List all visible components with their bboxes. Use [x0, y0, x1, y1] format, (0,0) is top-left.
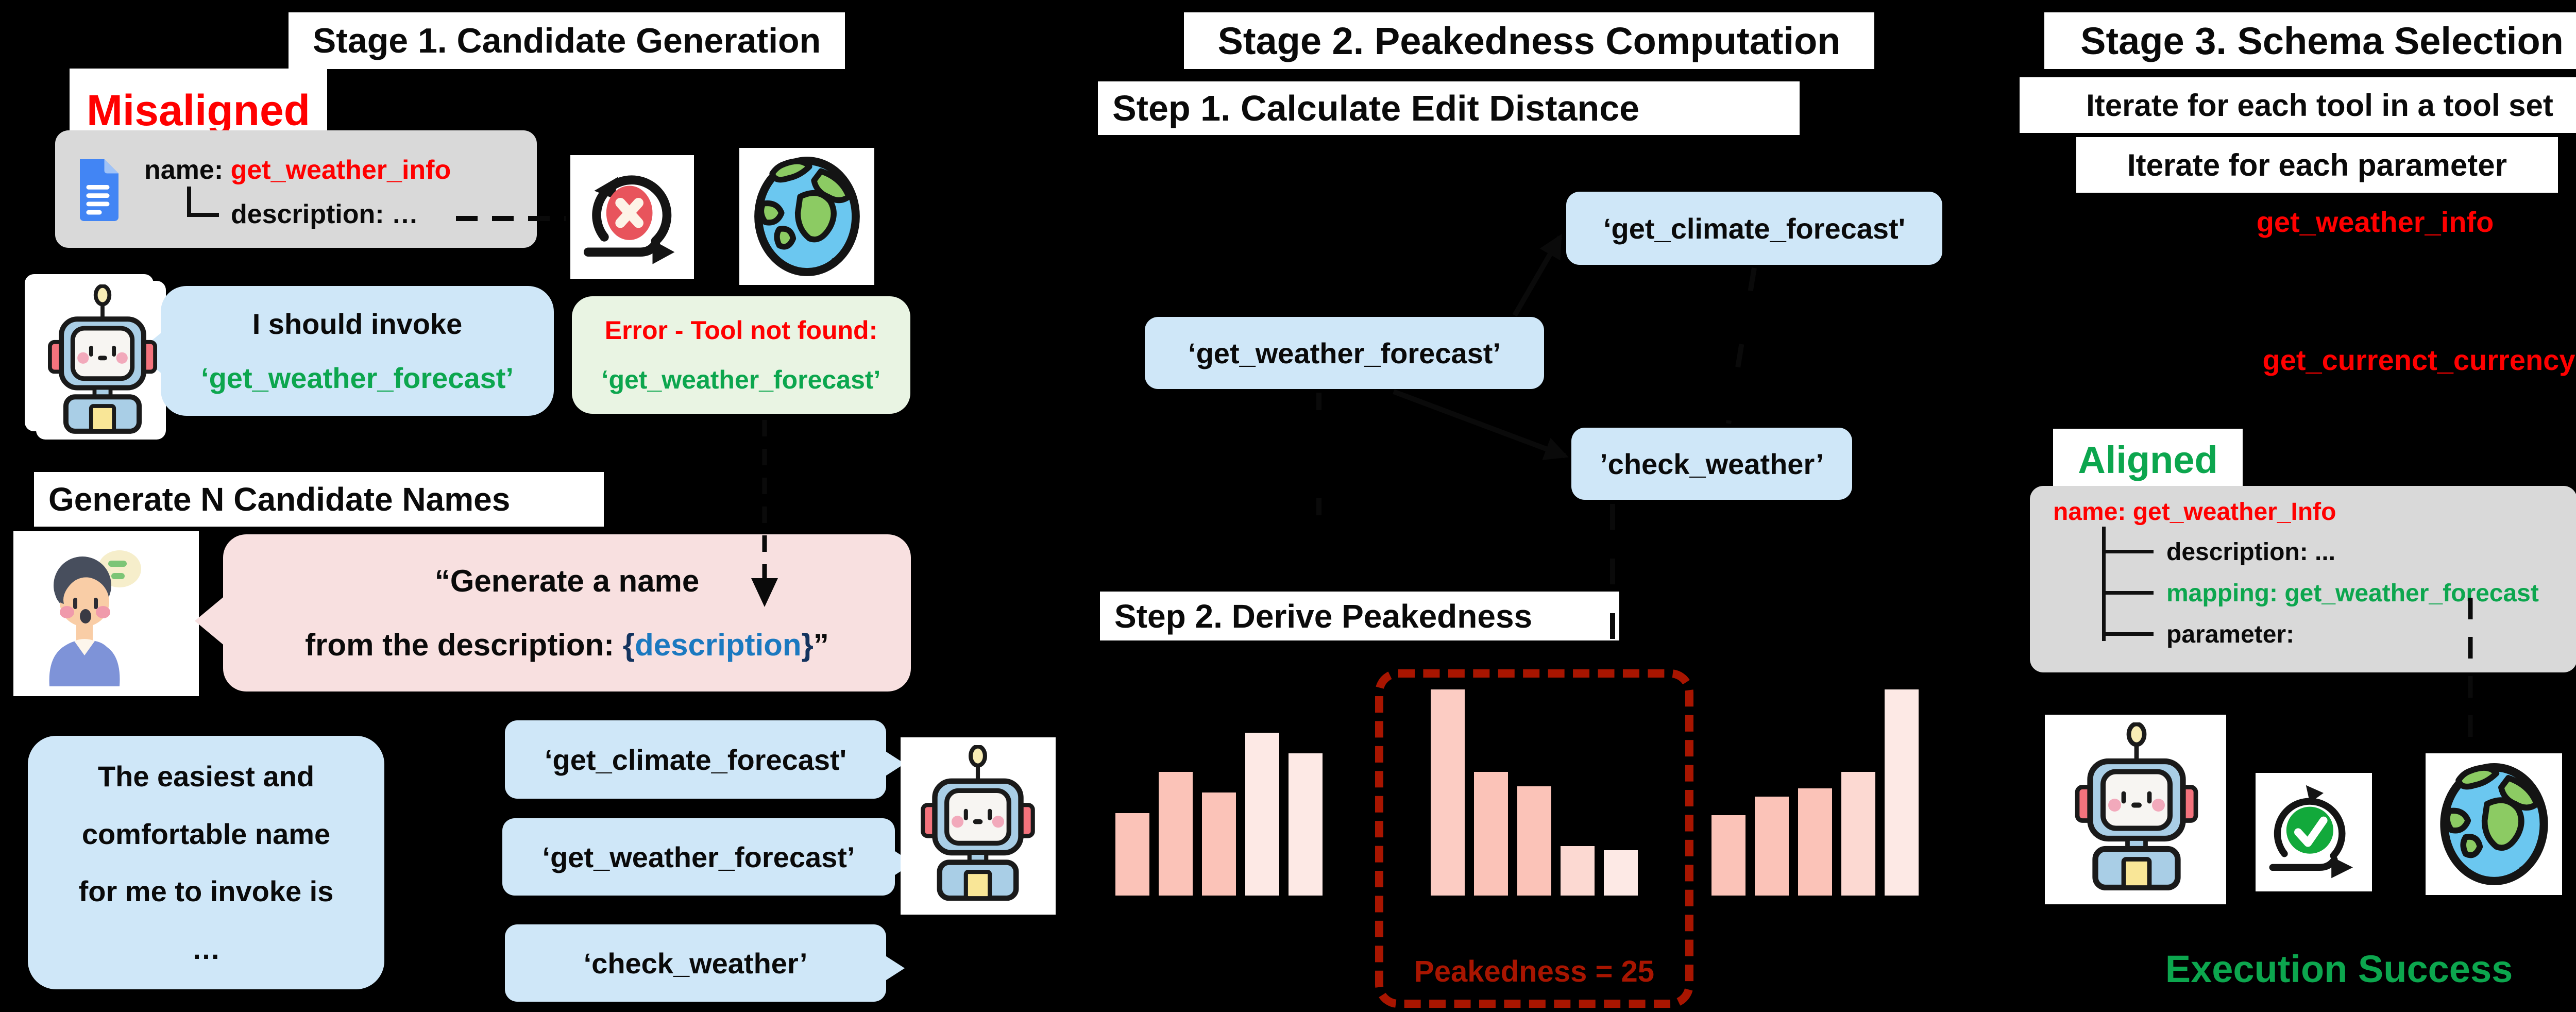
edit-distance-chart-3	[1711, 679, 1919, 896]
globe-icon	[2439, 763, 2548, 885]
edit-distance-node-3: ’check_weather’	[1571, 428, 1852, 500]
speech-tail	[195, 595, 226, 647]
robot-speech-line1: I should invoke	[252, 307, 463, 340]
robot-icon	[2075, 722, 2198, 890]
step2-header: Step 2. Derive Peakedness	[1100, 592, 1619, 640]
schema-name-key: name:	[144, 155, 224, 185]
bar	[1755, 797, 1789, 896]
tree-line-tick	[2102, 550, 2154, 553]
prompt-line2: from the description: {description}”	[305, 627, 829, 663]
edge-weather-to-climate	[1512, 234, 1563, 317]
generate-candidates-header: Generate N Candidate Names	[34, 472, 604, 527]
aligned-label: Aligned	[2053, 429, 2243, 491]
retry-error-icon	[583, 175, 674, 264]
thought-line1: The easiest and	[97, 760, 315, 793]
schema-parameter-row: parameter:	[2166, 621, 2295, 648]
candidate-bubble-2: ‘get_weather_forecast’	[502, 818, 895, 896]
peakedness-highlight-box	[1375, 669, 1693, 1008]
iterate-tool-box: Iterate for each tool in a tool set	[2020, 77, 2576, 133]
schema-mapping-row: mapping: get_weather_forecast	[2166, 580, 2539, 607]
edge-climate-to-check-dashed	[1726, 267, 1757, 424]
robot-icon	[921, 745, 1035, 901]
peakedness-value: Peakedness = 25	[1414, 955, 1654, 988]
thought-line2: comfortable name	[81, 817, 331, 850]
globe-icon	[754, 157, 860, 276]
prompt-brace-open: {	[622, 628, 635, 663]
edit-distance-node-2: ‘get_weather_forecast’	[1145, 317, 1544, 389]
tree-line-tick	[2102, 632, 2154, 636]
robot-speech-bubble: I should invoke ‘get_weather_forecast’	[161, 286, 554, 416]
candidate-bubble-3: ‘check_weather’	[505, 924, 886, 1002]
prompt-brace-close: }	[801, 628, 814, 663]
error-line1: Error - Tool not found:	[604, 316, 878, 345]
prompt-bubble: “Generate a name from the description: {…	[223, 534, 911, 691]
tool-name-1: get_weather_info	[2256, 206, 2494, 238]
bar	[1202, 792, 1236, 896]
tree-line-tick	[187, 213, 219, 217]
bar	[1604, 850, 1638, 896]
check-success-icon	[2269, 785, 2353, 879]
prompt-line2-prefix: from the description:	[305, 628, 623, 663]
edge-weather-to-check	[1393, 389, 1569, 460]
schema-description-row: description: ...	[2166, 538, 2336, 566]
robot-speech-line2: ‘get_weather_forecast’	[201, 362, 514, 395]
bar	[1798, 788, 1832, 896]
bar	[1885, 689, 1919, 896]
success-retry-panel	[2256, 773, 2372, 891]
candidate-bubble-1: ‘get_climate_forecast'	[505, 720, 886, 799]
bar	[1115, 813, 1149, 896]
iterate-parameter-box: Iterate for each parameter	[2076, 137, 2558, 193]
bar	[1474, 772, 1508, 896]
bar	[1431, 689, 1465, 896]
schema-name-row: name: get_weather_info	[144, 155, 451, 185]
edit-distance-chart-1	[1115, 679, 1323, 896]
bar	[1561, 846, 1595, 896]
bar	[1245, 733, 1279, 896]
tree-line-vertical	[187, 187, 191, 216]
step1-header: Step 1. Calculate Edit Distance	[1098, 81, 1800, 135]
prompt-close-quote: ”	[813, 628, 829, 663]
tree-line-tick	[2102, 591, 2154, 595]
stage2-title: Stage 2. Peakedness Computation	[1184, 12, 1874, 69]
bar	[1289, 753, 1323, 896]
world-panel-1	[739, 148, 874, 285]
misaligned-schema-card: name: get_weather_info description: …	[55, 130, 537, 248]
aligned-schema-card: name: get_weather_Info description: ... …	[2030, 486, 2576, 672]
user-icon	[49, 550, 141, 686]
thought-line3: for me to invoke is	[78, 875, 334, 908]
prompt-variable: description	[635, 628, 802, 663]
schema-name-value: get_weather_info	[223, 155, 451, 185]
speech-tail	[883, 954, 905, 982]
thought-line4: …	[192, 932, 221, 965]
world-panel-2	[2426, 753, 2562, 895]
schema-name-row: name: get_weather_Info	[2053, 498, 2336, 526]
document-icon	[80, 159, 118, 221]
bar	[1517, 786, 1551, 896]
tree-line-vertical	[2102, 527, 2106, 641]
retry-fail-panel	[570, 155, 694, 279]
bar	[1841, 772, 1875, 896]
edit-distance-chart-2	[1431, 679, 1638, 896]
thought-bubble: The easiest and comfortable name for me …	[28, 736, 384, 989]
prompt-line1: “Generate a name	[434, 563, 700, 598]
edit-distance-node-1: ‘get_climate_forecast'	[1566, 192, 1942, 265]
bar	[1711, 815, 1745, 896]
schema-description-row: description: …	[231, 199, 419, 229]
execution-success-label: Execution Success	[2165, 948, 2513, 990]
tool-name-2: get_currenct_currency	[2262, 344, 2575, 376]
error-box: Error - Tool not found: ‘get_weather_for…	[572, 296, 910, 414]
error-line2: ‘get_weather_forecast’	[601, 365, 881, 394]
robot-icon	[47, 284, 158, 434]
stage1-title: Stage 1. Candidate Generation	[289, 12, 845, 69]
bar	[1159, 772, 1193, 896]
stage3-title: Stage 3. Schema Selection	[2044, 12, 2576, 69]
